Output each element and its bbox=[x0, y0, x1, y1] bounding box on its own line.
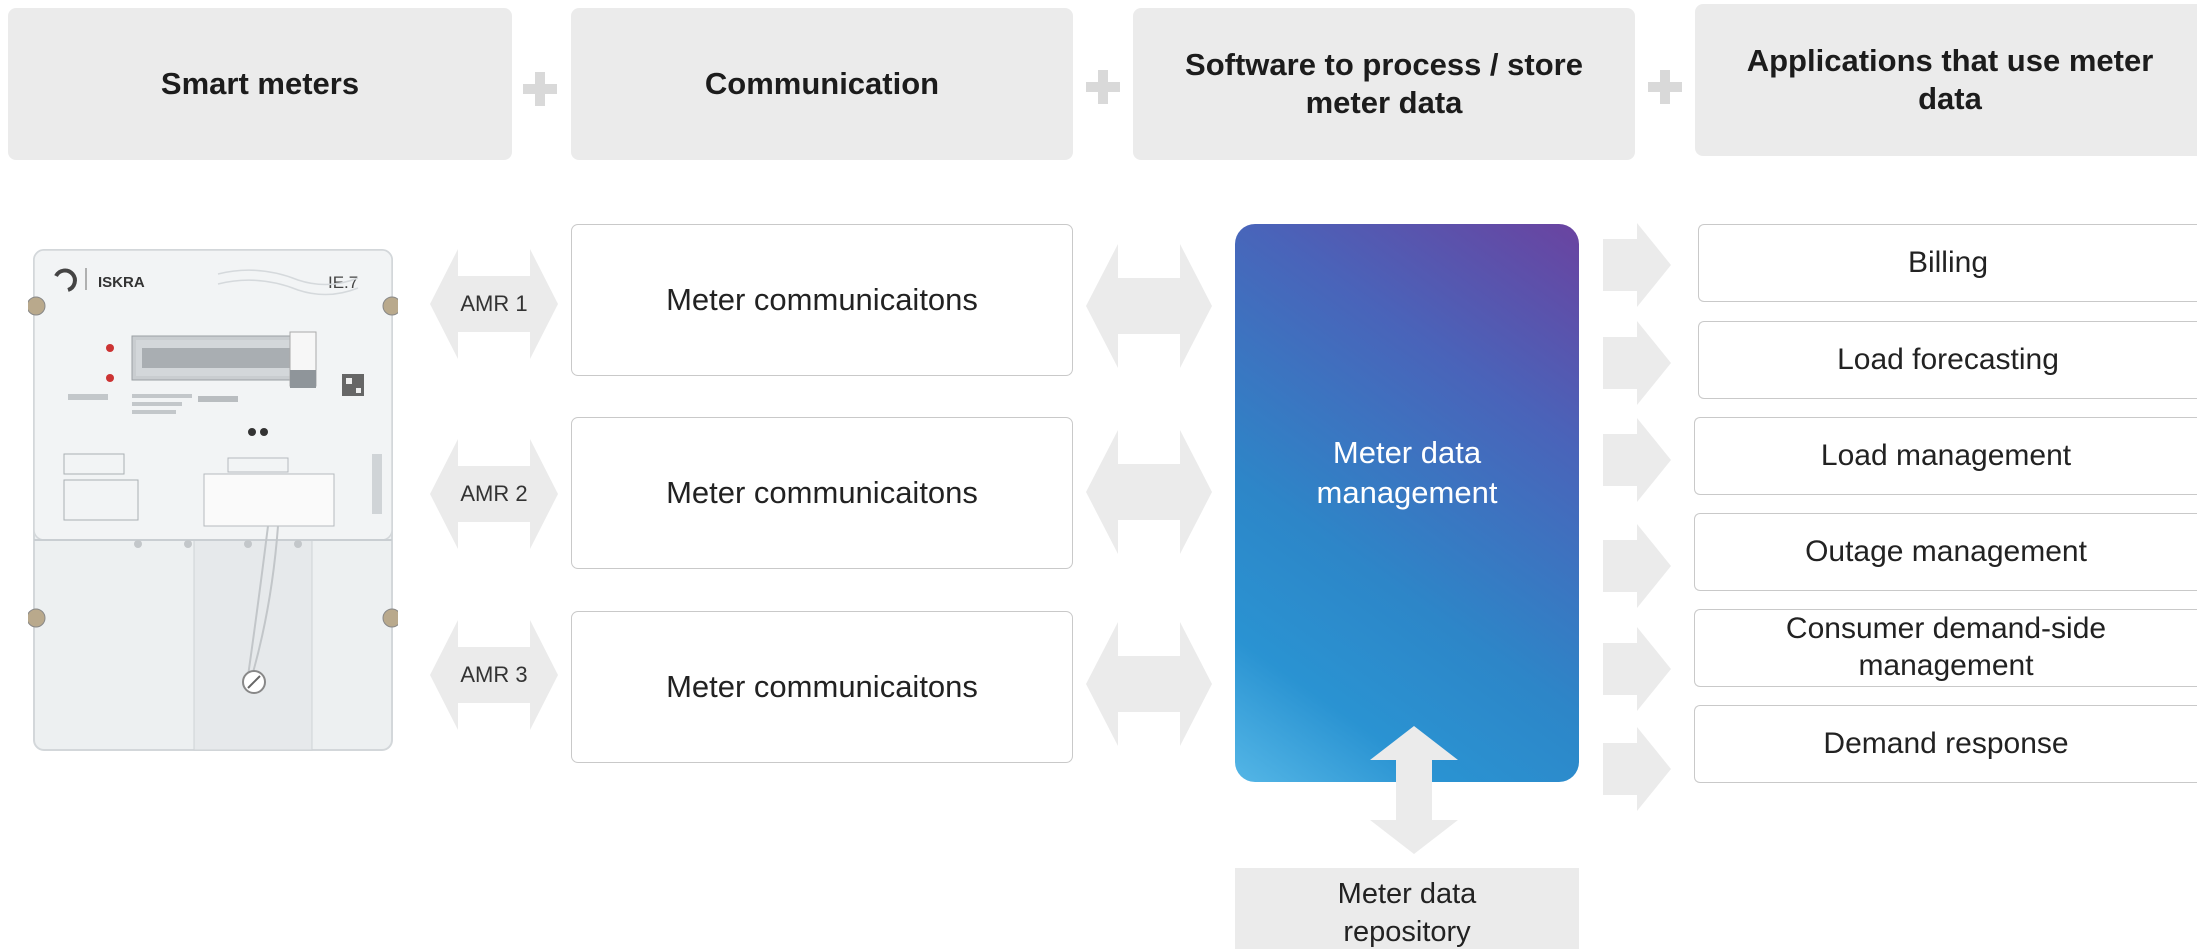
amr-3-arrow: AMR 3 bbox=[430, 620, 558, 730]
right-arrow-1 bbox=[1603, 223, 1671, 307]
repository-label-line2: repository bbox=[1343, 915, 1471, 948]
meter-data-repository: Meter data repository bbox=[1235, 868, 1579, 949]
double-arrow-1 bbox=[1086, 244, 1212, 368]
amr-2-arrow: AMR 2 bbox=[430, 439, 558, 549]
double-arrow-3 bbox=[1086, 622, 1212, 746]
meter-data-management-box: Meter data management bbox=[1235, 224, 1579, 782]
plus-icon bbox=[523, 72, 557, 106]
amr-3-label: AMR 3 bbox=[460, 662, 528, 687]
right-arrow-6 bbox=[1603, 727, 1671, 811]
app-load-management: Load management bbox=[1694, 417, 2197, 495]
mdm-label-line2: management bbox=[1316, 475, 1498, 510]
meter-communication-box-2: Meter communicaitons bbox=[571, 417, 1073, 569]
right-arrow-2 bbox=[1603, 321, 1671, 405]
repository-label-line1: Meter data bbox=[1337, 878, 1477, 910]
smart-meter-image: ISKRA IE.7 bbox=[28, 249, 398, 751]
meter-brand: ISKRA bbox=[98, 274, 145, 291]
app-billing: Billing bbox=[1698, 224, 2197, 302]
header-communication: Communication bbox=[571, 8, 1073, 160]
app-demand-response: Demand response bbox=[1694, 705, 2197, 783]
meter-communication-box-1: Meter communicaitons bbox=[571, 224, 1073, 376]
app-consumer-demand-side-management: Consumer demand-side management bbox=[1694, 609, 2197, 687]
double-arrow-2 bbox=[1086, 430, 1212, 554]
app-load-forecasting: Load forecasting bbox=[1698, 321, 2197, 399]
amr-1-arrow: AMR 1 bbox=[430, 249, 558, 359]
plus-icon bbox=[1648, 70, 1682, 104]
plus-icon bbox=[1086, 70, 1120, 104]
vertical-double-arrow bbox=[1370, 726, 1458, 854]
amr-1-label: AMR 1 bbox=[460, 291, 528, 316]
mdm-label-line1: Meter data bbox=[1332, 434, 1482, 470]
right-arrow-4 bbox=[1603, 524, 1671, 608]
app-outage-management: Outage management bbox=[1694, 513, 2197, 591]
header-smart-meters: Smart meters bbox=[8, 8, 512, 160]
header-software: Software to process / store meter data bbox=[1133, 8, 1635, 160]
meter-communication-box-3: Meter communicaitons bbox=[571, 611, 1073, 763]
amr-2-label: AMR 2 bbox=[460, 481, 528, 506]
right-arrow-3 bbox=[1603, 418, 1671, 502]
header-applications: Applications that use meter data bbox=[1695, 4, 2197, 156]
right-arrow-5 bbox=[1603, 627, 1671, 711]
